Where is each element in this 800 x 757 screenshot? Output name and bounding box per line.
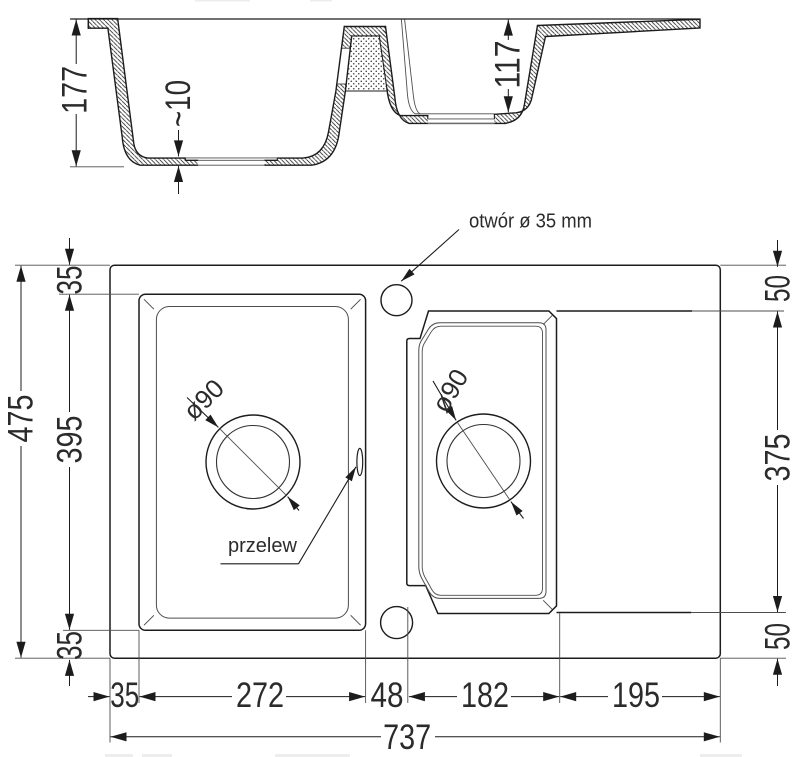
- svg-text:otwór ø 35 mm: otwór ø 35 mm: [469, 211, 592, 233]
- svg-text:przelew: przelew: [228, 535, 297, 557]
- svg-text:475: 475: [1, 395, 40, 443]
- svg-text:50: 50: [758, 275, 797, 302]
- svg-text:177: 177: [56, 66, 95, 114]
- svg-text:195: 195: [612, 676, 660, 715]
- svg-text:117: 117: [489, 41, 528, 89]
- svg-text:182: 182: [461, 676, 509, 715]
- svg-text:35: 35: [50, 266, 89, 295]
- svg-text:48: 48: [371, 676, 404, 715]
- svg-text:35: 35: [110, 676, 139, 715]
- svg-text:272: 272: [236, 676, 284, 715]
- svg-text:375: 375: [758, 434, 797, 482]
- svg-text:737: 737: [383, 718, 431, 757]
- svg-text:395: 395: [50, 416, 89, 464]
- svg-text:35: 35: [51, 631, 90, 660]
- svg-text:~10: ~10: [159, 80, 198, 127]
- svg-text:50: 50: [758, 623, 797, 650]
